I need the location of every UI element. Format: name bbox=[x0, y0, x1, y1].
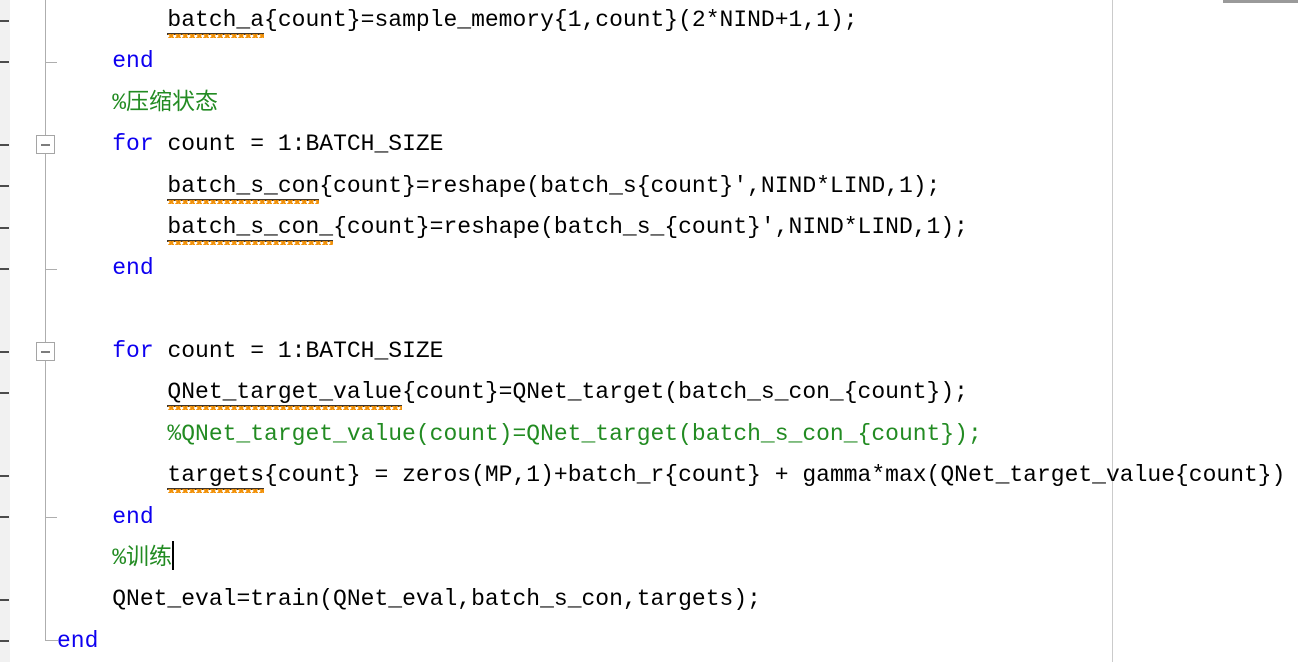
code-token: {count}=sample_memory{1,count}(2*NIND+1,… bbox=[264, 7, 858, 33]
scrollbar-fragment bbox=[1223, 0, 1298, 3]
breakpoint-gutter[interactable] bbox=[0, 0, 10, 662]
code-line-9[interactable]: for count = 1:BATCH_SIZE bbox=[0, 331, 1298, 372]
code-line-5[interactable]: batch_s_con{count}=reshape(batch_s{count… bbox=[0, 166, 1298, 207]
breakpoint-dash[interactable] bbox=[0, 226, 9, 229]
indent-whitespace bbox=[57, 421, 167, 447]
fold-collapse-button[interactable] bbox=[36, 342, 55, 362]
code-token: {count} = zeros(MP,1)+batch_r{count} + g… bbox=[264, 462, 1286, 489]
code-line-7[interactable]: end bbox=[0, 248, 1298, 289]
minus-icon bbox=[41, 351, 50, 354]
code-line-13[interactable]: end bbox=[0, 497, 1298, 538]
warning-underlined-variable: targets bbox=[167, 462, 265, 491]
breakpoint-dash[interactable] bbox=[0, 516, 9, 519]
code-token: {count}=reshape(batch_s_{count}',NIND*LI… bbox=[333, 213, 968, 240]
breakpoint-dash[interactable] bbox=[0, 640, 9, 643]
indent-whitespace bbox=[57, 255, 112, 281]
breakpoint-dash[interactable] bbox=[0, 598, 9, 601]
code-line-16[interactable]: end bbox=[0, 621, 1298, 662]
comment-token: %QNet_target_value(count)=QNet_target(ba… bbox=[167, 420, 982, 447]
fold-end-tick bbox=[45, 62, 57, 64]
code-line-1[interactable]: batch_a{count}=sample_memory{1,count}(2*… bbox=[0, 0, 1298, 41]
indent-whitespace bbox=[57, 173, 167, 199]
breakpoint-dash[interactable] bbox=[0, 143, 9, 146]
code-line-15[interactable]: QNet_eval=train(QNet_eval,batch_s_con,ta… bbox=[0, 579, 1298, 620]
breakpoint-dash[interactable] bbox=[0, 392, 9, 395]
code-line-4[interactable]: for count = 1:BATCH_SIZE bbox=[0, 124, 1298, 165]
code-token: count = 1:BATCH_SIZE bbox=[153, 131, 444, 158]
column-width-guide-line bbox=[1112, 0, 1113, 662]
keyword-token: end bbox=[112, 503, 154, 530]
breakpoint-dash[interactable] bbox=[0, 350, 9, 353]
breakpoint-dash[interactable] bbox=[0, 474, 9, 477]
code-line-2[interactable]: end bbox=[0, 41, 1298, 82]
keyword-token: for bbox=[112, 131, 154, 158]
indent-whitespace bbox=[57, 338, 112, 364]
indent-whitespace bbox=[57, 48, 112, 74]
code-token: QNet_eval=train(QNet_eval,batch_s_con,ta… bbox=[112, 586, 761, 613]
fold-end-tick bbox=[45, 517, 57, 519]
breakpoint-dash[interactable] bbox=[0, 267, 9, 270]
keyword-token: end bbox=[57, 627, 99, 654]
indent-whitespace bbox=[57, 90, 112, 116]
code-line-12[interactable]: targets{count} = zeros(MP,1)+batch_r{cou… bbox=[0, 455, 1298, 496]
breakpoint-dash[interactable] bbox=[0, 61, 9, 64]
indent-whitespace bbox=[57, 586, 112, 612]
indent-whitespace bbox=[57, 214, 167, 240]
code-token: {count}=reshape(batch_s{count}',NIND*LIN… bbox=[319, 172, 941, 199]
keyword-token: end bbox=[112, 48, 154, 75]
keyword-token: for bbox=[112, 338, 154, 364]
indent-whitespace bbox=[57, 379, 167, 405]
code-line-10[interactable]: QNet_target_value{count}=QNet_target(bat… bbox=[0, 372, 1298, 413]
fold-collapse-button[interactable] bbox=[36, 135, 55, 155]
code-line-3[interactable]: %压缩状态 bbox=[0, 83, 1298, 124]
minus-icon bbox=[41, 144, 50, 147]
code-token: {count}=QNet_target(batch_s_con_{count})… bbox=[402, 379, 968, 406]
fold-end-tick bbox=[45, 268, 57, 270]
warning-underlined-variable: QNet_target_value bbox=[167, 379, 403, 408]
text-caret bbox=[172, 541, 175, 571]
comment-token: %压缩状态 bbox=[112, 89, 219, 116]
code-line-11[interactable]: %QNet_target_value(count)=QNet_target(ba… bbox=[0, 414, 1298, 455]
indent-whitespace bbox=[57, 504, 112, 530]
breakpoint-dash[interactable] bbox=[0, 19, 9, 22]
warning-underlined-variable: batch_s_con_ bbox=[167, 213, 334, 242]
warning-underlined-variable: batch_s_con bbox=[167, 172, 320, 201]
code-line-14[interactable]: %训练 bbox=[0, 538, 1298, 579]
keyword-token: end bbox=[112, 255, 154, 282]
code-token: count = 1:BATCH_SIZE bbox=[153, 338, 444, 364]
indent-whitespace bbox=[57, 131, 112, 157]
warning-underlined-variable: batch_a bbox=[167, 7, 265, 35]
comment-token: %训练 bbox=[112, 544, 173, 571]
fold-scope-line bbox=[45, 0, 46, 642]
breakpoint-dash[interactable] bbox=[0, 185, 9, 188]
code-line-8[interactable] bbox=[0, 290, 1298, 331]
indent-whitespace bbox=[57, 462, 167, 488]
code-line-6[interactable]: batch_s_con_{count}=reshape(batch_s_{cou… bbox=[0, 207, 1298, 248]
fold-scope-corner bbox=[45, 640, 58, 642]
indent-whitespace bbox=[57, 545, 112, 571]
indent-whitespace bbox=[57, 7, 167, 33]
